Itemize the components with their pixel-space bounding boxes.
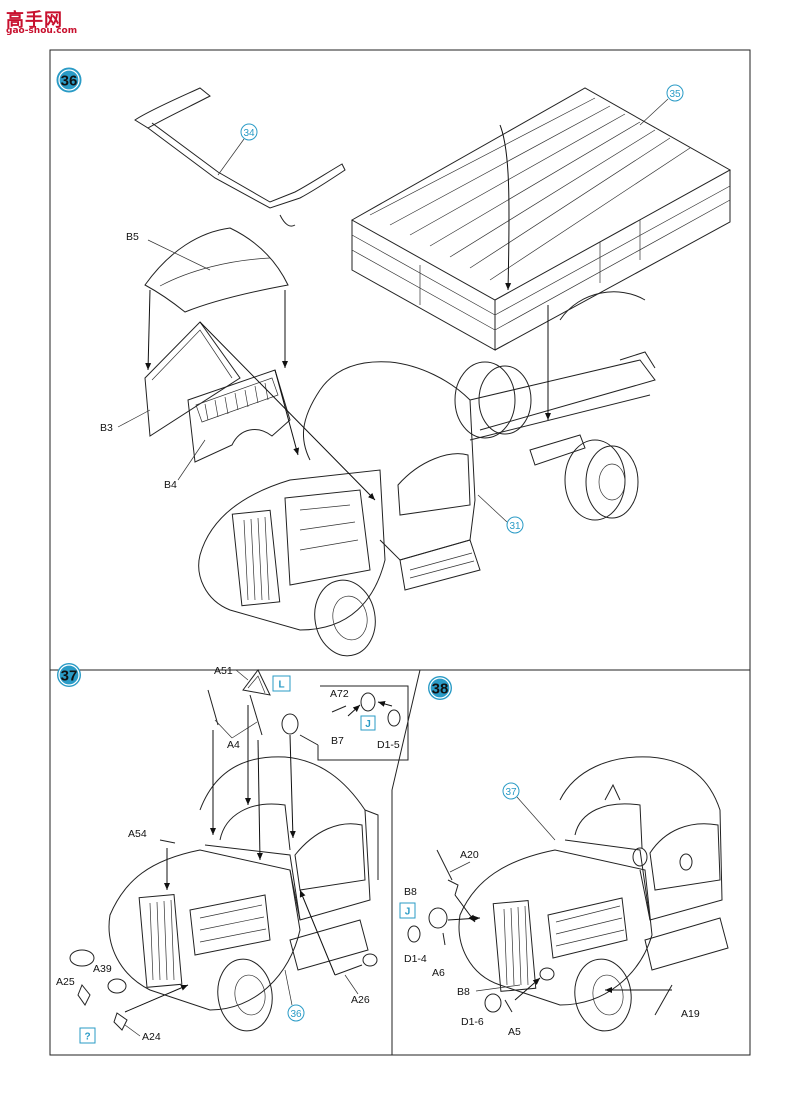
watermark-cn: 高手网 xyxy=(6,10,63,31)
label-d1-5: D1-5 xyxy=(377,739,400,751)
part-34-frame xyxy=(134,87,346,227)
label-a51: A51 xyxy=(214,665,233,677)
label-b4: B4 xyxy=(164,479,177,491)
part-a5 xyxy=(504,999,513,1013)
box-j-38-text: J xyxy=(405,907,411,918)
box-l-text: L xyxy=(278,680,284,691)
callout-36-text: 36 xyxy=(290,1009,302,1020)
part-a20 xyxy=(436,849,453,881)
part-a39 xyxy=(107,978,127,994)
arrow-b5-b3 xyxy=(145,289,152,371)
cab-assembly-38 xyxy=(458,756,729,1032)
label-b8-lower: B8 xyxy=(457,986,470,998)
label-a39: A39 xyxy=(93,963,112,975)
part-a54 xyxy=(159,839,176,844)
step-36-badge xyxy=(56,67,82,93)
box-j-37-text: J xyxy=(365,719,371,730)
part-headlight-left xyxy=(69,949,95,967)
callout-31 xyxy=(506,516,524,534)
label-a25: A25 xyxy=(56,976,75,988)
step-37: 37 A51 L A4 A72 B7 J D1-5 xyxy=(56,663,409,1044)
watermark-logo: 高手网 gao-shou.com xyxy=(6,6,78,40)
label-a26: A26 xyxy=(351,994,370,1006)
part-d1-4 xyxy=(407,925,421,943)
label-b7: B7 xyxy=(331,735,344,747)
part-lamp-upper xyxy=(428,907,448,929)
part-b4-side-panel xyxy=(187,369,291,463)
step-37-number: 37 xyxy=(61,668,78,685)
sheet-frame xyxy=(49,49,751,1056)
label-a4: A4 xyxy=(227,739,240,751)
cab-assembly-37 xyxy=(108,756,379,1032)
callout-37-text: 37 xyxy=(505,787,517,798)
arrow-b3-cab xyxy=(199,321,376,501)
label-a24: A24 xyxy=(142,1031,161,1043)
step-38: 38 37 A20 B8 xyxy=(399,676,729,1038)
label-a72: A72 xyxy=(330,688,349,700)
step-36-number: 36 xyxy=(61,73,78,90)
callout-37 xyxy=(502,782,520,800)
label-b5: B5 xyxy=(126,231,139,243)
part-b3-side-panel xyxy=(144,321,241,437)
part-a26-arm xyxy=(334,964,363,976)
arrow-a4-right xyxy=(256,739,263,861)
box-question-text: ? xyxy=(84,1032,90,1043)
arrow-b4-cab xyxy=(274,369,300,456)
callout-36 xyxy=(287,1004,305,1022)
box-j-38 xyxy=(399,902,416,919)
part-a26-mirror xyxy=(362,953,378,967)
label-a20: A20 xyxy=(460,849,479,861)
label-a5: A5 xyxy=(508,1026,521,1038)
label-b8-upper: B8 xyxy=(404,886,417,898)
label-a19: A19 xyxy=(681,1008,700,1020)
callout-34 xyxy=(240,123,258,141)
part-d1-6 xyxy=(484,993,502,1013)
panel-divider-vertical xyxy=(391,669,421,1055)
part-a6 xyxy=(442,932,446,946)
callout-35-text: 35 xyxy=(669,89,681,100)
part-b5-hood xyxy=(144,227,289,313)
part-a4-right xyxy=(249,694,263,736)
label-d1-4: D1-4 xyxy=(404,953,427,965)
callout-31-text: 31 xyxy=(509,521,521,532)
step-38-badge xyxy=(428,676,452,700)
part-31-truck-cab-chassis xyxy=(198,351,656,657)
box-l xyxy=(272,675,291,692)
step-36: 36 34 35 B5 xyxy=(56,67,732,657)
step-38-number: 38 xyxy=(432,681,449,698)
label-a6: A6 xyxy=(432,967,445,979)
part-a51 xyxy=(242,669,271,696)
callout-35 xyxy=(666,84,684,102)
inset-lamp-detail: A72 B7 J D1-5 xyxy=(281,685,409,761)
label-a54: A54 xyxy=(128,828,147,840)
label-d1-6: D1-6 xyxy=(461,1016,484,1028)
step-37-badge xyxy=(57,663,81,687)
callout-34-text: 34 xyxy=(243,128,255,139)
part-a24 xyxy=(113,1012,128,1031)
part-35-cargo-bed xyxy=(350,87,732,351)
box-j-37 xyxy=(360,715,376,731)
part-a25 xyxy=(77,984,91,1006)
arrow-lamp xyxy=(289,734,296,839)
box-question xyxy=(79,1027,96,1044)
part-a4-left xyxy=(207,689,219,726)
arrow-35-frame xyxy=(499,124,512,291)
watermark-url: gao-shou.com xyxy=(6,26,78,36)
label-b3: B3 xyxy=(100,422,113,434)
